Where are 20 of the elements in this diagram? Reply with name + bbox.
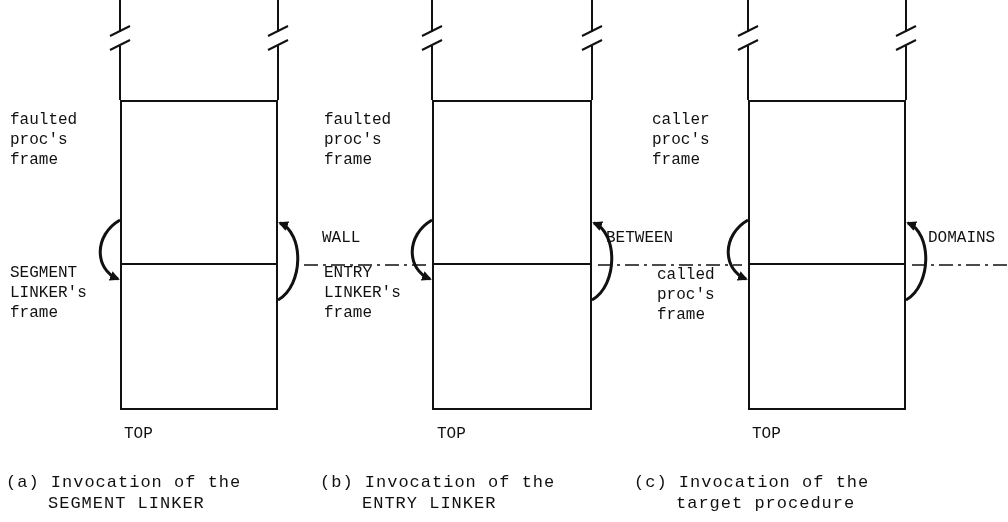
curved-arrow (277, 221, 300, 302)
curved-arrow (726, 218, 749, 281)
stack-top-label: TOP (752, 424, 781, 444)
frame-label: faulted proc's frame (324, 110, 393, 170)
panel-caption: (c) Invocation of the target procedure (634, 472, 871, 514)
wall-label: DOMAINS (928, 228, 996, 248)
wall-label: WALL (322, 228, 361, 248)
curved-arrow (98, 218, 121, 281)
curved-arrow (905, 221, 928, 302)
panel-caption: (b) Invocation of the ENTRY LINKER (320, 472, 557, 514)
stack-top-label: TOP (124, 424, 153, 444)
curved-arrow (591, 221, 614, 302)
frame-label: ENTRY LINKER's frame (324, 263, 402, 323)
curved-arrow (410, 218, 433, 281)
panel-caption: (a) Invocation of the SEGMENT LINKER (6, 472, 243, 514)
stack-top-label: TOP (437, 424, 466, 444)
frame-label: SEGMENT LINKER's frame (10, 263, 88, 323)
frame-label: faulted proc's frame (10, 110, 79, 170)
frame-label: called proc's frame (657, 265, 716, 325)
frame-label: caller proc's frame (652, 110, 711, 170)
